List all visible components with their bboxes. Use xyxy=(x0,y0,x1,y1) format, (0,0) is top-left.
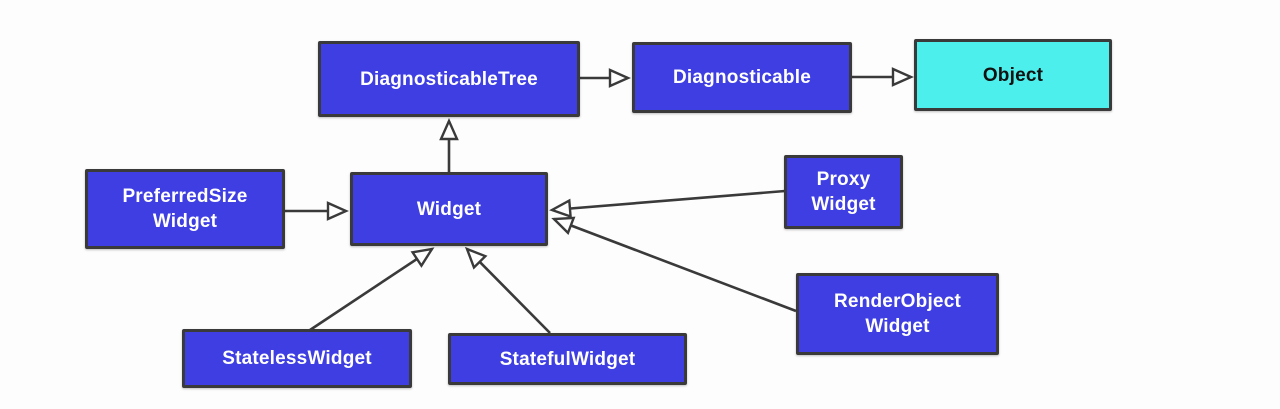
node-widget-label: Widget xyxy=(416,198,482,220)
node-statelesswidget: StatelessWidget xyxy=(182,329,412,388)
node-object-label: Object xyxy=(982,64,1044,86)
node-statefulwidget-label: StatefulWidget xyxy=(499,348,636,370)
edge-statelesswidget-to-widget xyxy=(309,247,435,332)
edge-renderobjectwidget-to-widget xyxy=(551,216,797,313)
edge-proxywidget-to-widget xyxy=(549,189,786,219)
node-renderobjectwidget-label: RenderObject Widget xyxy=(834,291,961,337)
edge-statefulwidget-to-widget xyxy=(464,246,551,334)
node-diagnosticable: Diagnosticable xyxy=(632,42,852,113)
node-widget: Widget xyxy=(350,172,548,246)
node-renderobjectwidget: RenderObject Widget xyxy=(796,273,999,355)
node-diagnosticabletree-label: DiagnosticableTree xyxy=(360,68,538,90)
node-object: Object xyxy=(914,39,1112,111)
node-proxywidget: Proxy Widget xyxy=(784,155,903,229)
node-diagnosticable-label: Diagnosticable xyxy=(673,67,811,88)
node-preferredsizewidget: PreferredSize Widget xyxy=(85,169,285,249)
node-statefulwidget: StatefulWidget xyxy=(448,333,687,385)
node-statelesswidget-label: StatelessWidget xyxy=(222,348,372,369)
node-proxywidget-label: Proxy Widget xyxy=(811,169,876,215)
node-preferredsizewidget-label: PreferredSize Widget xyxy=(122,186,248,232)
node-diagnosticabletree: DiagnosticableTree xyxy=(318,41,580,117)
